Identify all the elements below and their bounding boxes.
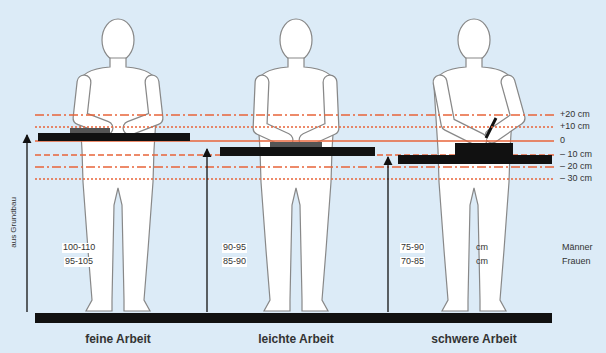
- axis-label: aus Grundbau: [10, 197, 19, 248]
- offset-label: +10 cm: [560, 122, 590, 132]
- unit-label: cm: [476, 243, 488, 253]
- height-value: 90-95: [222, 243, 247, 253]
- offset-label: 0: [560, 136, 565, 146]
- category-label: leichte Arbeit: [258, 333, 334, 346]
- height-value: 85-90: [222, 257, 247, 267]
- group-label: Frauen: [562, 257, 591, 267]
- height-value: 70-85: [400, 257, 425, 267]
- unit-label: cm: [476, 257, 488, 267]
- work-surface: [398, 155, 552, 164]
- height-value: 75-90: [400, 243, 425, 253]
- offset-label: – 10 cm: [560, 150, 592, 160]
- height-lines: [35, 115, 554, 179]
- height-line: [35, 166, 554, 167]
- offset-label: +20 cm: [560, 110, 590, 120]
- offset-label: – 30 cm: [560, 174, 592, 184]
- work-surface: [220, 147, 375, 156]
- work-surface: [38, 133, 190, 141]
- human-figure: [256, 19, 336, 311]
- workpiece: [270, 142, 322, 147]
- height-arrow: [387, 157, 388, 312]
- height-line: [35, 178, 554, 179]
- workpiece: [455, 143, 513, 155]
- workpiece: [70, 128, 110, 133]
- height-line: [35, 114, 554, 115]
- tool: [486, 118, 496, 138]
- height-value: 95-105: [64, 257, 94, 267]
- height-arrow: [206, 149, 207, 312]
- height-line: [35, 126, 554, 127]
- human-figure: [78, 19, 158, 311]
- height-value: 100-110: [62, 243, 96, 253]
- floor: [35, 313, 552, 323]
- offset-label: – 20 cm: [560, 162, 592, 172]
- group-label: Männer: [562, 243, 593, 253]
- human-figure: [434, 19, 518, 311]
- height-arrow: [26, 135, 27, 312]
- category-label: feine Arbeit: [85, 333, 151, 346]
- category-label: schwere Arbeit: [431, 333, 517, 346]
